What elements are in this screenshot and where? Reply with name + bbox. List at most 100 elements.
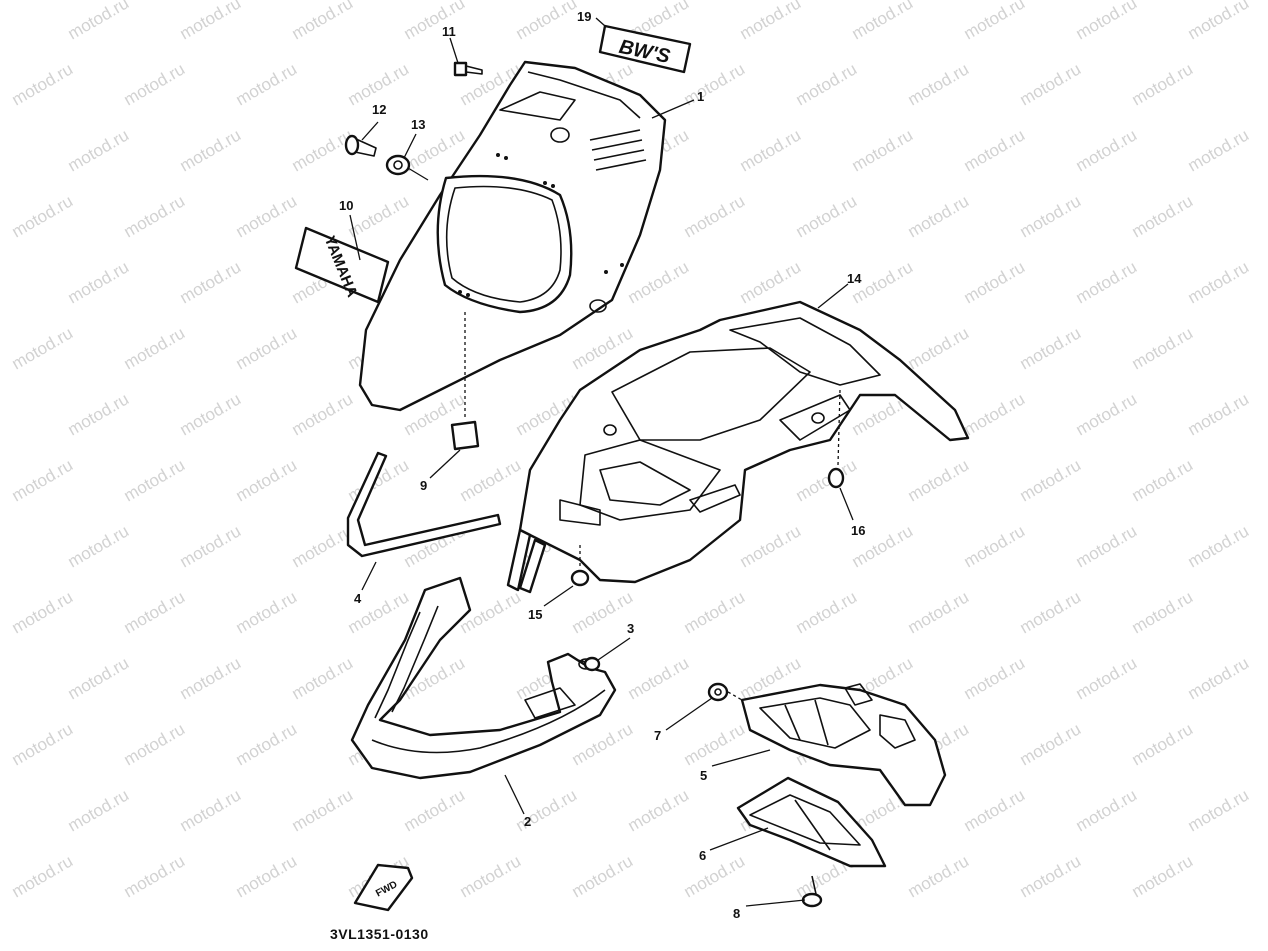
watermark-text: motod.ru [681,851,749,901]
watermark-text: motod.ru [849,125,917,175]
watermark-text: motod.ru [1129,191,1197,241]
nut-15 [570,569,590,587]
watermark-text: motod.ru [9,323,77,373]
watermark-text: motod.ru [905,323,973,373]
watermark-text: motod.ru [289,0,357,43]
watermark-text: motod.ru [737,257,805,307]
watermark-text: motod.ru [9,587,77,637]
callout-12: 12 [372,102,386,117]
watermark-text: motod.ru [457,455,525,505]
part-14-inner-tray [506,300,970,594]
watermark-text: motod.ru [1185,785,1253,835]
watermark-text: motod.ru [121,719,189,769]
nut-13 [385,154,429,181]
watermark-text: motod.ru [1129,719,1197,769]
watermark-text: motod.ru [65,653,133,703]
callout-16: 16 [851,523,865,538]
watermark-text: motod.ru [737,521,805,571]
watermark-text: motod.ru [1017,587,1085,637]
watermark-text: motod.ru [65,785,133,835]
watermark-text: motod.ru [233,59,301,109]
watermark-text: motod.ru [233,851,301,901]
watermark-text: motod.ru [1129,851,1197,901]
watermark-text: motod.ru [905,191,973,241]
callout-8: 8 [733,906,740,921]
watermark-text: motod.ru [1073,521,1141,571]
screw-11 [453,61,483,77]
trim-4 [346,451,502,558]
watermark-text: motod.ru [961,0,1029,43]
watermark-text: motod.ru [9,455,77,505]
watermark-text: motod.ru [9,191,77,241]
callout-5: 5 [700,768,707,783]
watermark-text: motod.ru [9,719,77,769]
watermark-text: motod.ru [9,59,77,109]
part-1-front-cover [358,60,667,412]
watermark-text: motod.ru [1185,257,1253,307]
watermark-text: motod.ru [1129,323,1197,373]
watermark-text: motod.ru [177,785,245,835]
callout-4: 4 [354,591,362,606]
watermark-text: motod.ru [625,785,693,835]
watermark-text: motod.ru [905,59,973,109]
callout-1: 1 [697,89,704,104]
watermark-text: motod.ru [289,785,357,835]
leader-lines [349,17,854,907]
watermark-text: motod.ru [1185,521,1253,571]
watermark-text: motod.ru [569,587,637,637]
watermark-text: motod.ru [121,59,189,109]
watermark-text: motod.ru [961,389,1029,439]
watermark-text: motod.ru [1073,0,1141,43]
forward-arrow-icon: FWD [353,863,414,912]
watermark-text: motod.ru [849,0,917,43]
watermark-text: motod.ru [121,191,189,241]
watermark-text: motod.ru [961,125,1029,175]
watermark-text: motod.ru [1073,389,1141,439]
watermark-text: motod.ru [1073,785,1141,835]
watermark-text: motod.ru [1017,719,1085,769]
watermark-text: motod.ru [569,851,637,901]
watermark-text: motod.ru [905,851,973,901]
watermark-text: motod.ru [793,455,861,505]
watermark-text: motod.ru [905,455,973,505]
watermark-text: motod.ru [121,851,189,901]
watermark-text: motod.ru [793,587,861,637]
watermark-text: motod.ru [1017,191,1085,241]
watermark-text: motod.ru [1017,851,1085,901]
watermark-text: motod.ru [177,653,245,703]
watermark-text: motod.ru [961,653,1029,703]
watermark-text: motod.ru [961,521,1029,571]
watermark-text: motod.ru [1073,257,1141,307]
watermark-text: motod.ru [401,0,469,43]
callout-13: 13 [411,117,425,132]
watermark-text: motod.ru [177,521,245,571]
watermark-text: motod.ru [1017,323,1085,373]
watermark-text: motod.ru [625,653,693,703]
callout-14: 14 [847,271,862,286]
watermark-text: motod.ru [737,125,805,175]
watermark-text: motod.ru [65,257,133,307]
watermark-text: motod.ru [401,785,469,835]
watermark-text: motod.ru [1129,455,1197,505]
watermark-text: motod.ru [1017,455,1085,505]
watermark-text: motod.ru [1073,125,1141,175]
nut-16 [827,467,845,489]
watermark-text: motod.ru [65,0,133,43]
watermark-text: motod.ru [65,389,133,439]
watermark-text: motod.ru [289,653,357,703]
watermark-text: motod.ru [121,323,189,373]
watermark-text: motod.ru [233,191,301,241]
watermark-text: motod.ru [681,191,749,241]
callout-19: 19 [577,9,591,24]
watermark-text: motod.ru [177,125,245,175]
callout-2: 2 [524,814,531,829]
watermark-text: motod.ru [233,719,301,769]
watermark-text: motod.ru [1185,125,1253,175]
watermark-text: motod.ru [513,0,581,43]
watermark-text: motod.ru [793,59,861,109]
watermark-text: motod.ru [961,257,1029,307]
watermark-text: motod.ru [65,125,133,175]
watermark-text: motod.ru [289,521,357,571]
watermark-text: motod.ru [737,0,805,43]
